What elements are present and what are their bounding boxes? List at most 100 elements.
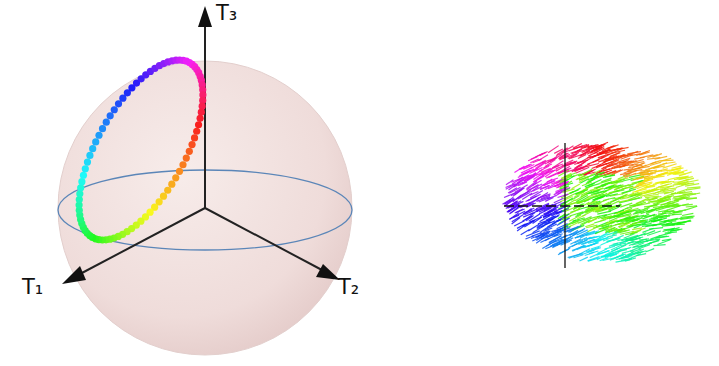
field-vector (597, 211, 611, 214)
field-vector (586, 209, 596, 212)
field-vector (521, 229, 530, 234)
field-vector (607, 235, 616, 237)
field-vector (588, 179, 601, 185)
field-vector (569, 161, 577, 164)
state-dot (77, 184, 84, 191)
field-vector (568, 254, 581, 257)
field-vector (597, 249, 606, 253)
field-vector (634, 162, 644, 164)
field-vector (630, 237, 643, 240)
field-vector (571, 149, 582, 153)
state-dot (86, 152, 93, 159)
field-vector (590, 170, 601, 176)
field-vector (575, 190, 588, 194)
field-vector (632, 220, 646, 223)
field-vector (616, 210, 629, 214)
field-vector (562, 189, 574, 193)
field-vector (641, 222, 650, 224)
state-dot (80, 172, 87, 179)
field-vector (575, 166, 587, 172)
field-vector (604, 185, 615, 189)
state-ring (76, 56, 207, 243)
field-vector (640, 174, 653, 175)
field-vector (576, 195, 587, 201)
field-vector (620, 154, 632, 157)
field-vector (647, 231, 661, 236)
field-vector (568, 244, 577, 248)
field-vector (548, 156, 558, 162)
field-vector (615, 223, 625, 225)
field-vector (612, 164, 621, 167)
field-vector (652, 154, 661, 157)
state-dot (99, 125, 106, 132)
field-vector (554, 232, 562, 236)
field-vector (596, 175, 607, 179)
field-vector (646, 210, 656, 214)
field-vector (667, 206, 680, 210)
arrowhead (62, 266, 86, 284)
state-dot (115, 100, 122, 107)
field-vector (561, 198, 573, 205)
field-vector (633, 212, 644, 215)
field-vector (625, 217, 638, 219)
field-vector (623, 179, 632, 181)
field-vector (542, 231, 551, 235)
field-vector (590, 216, 599, 218)
field-vector (539, 197, 551, 202)
field-vector (630, 198, 642, 200)
field-vector (593, 156, 605, 162)
state-dot (176, 168, 183, 175)
field-vector (595, 146, 605, 151)
field-vector (660, 186, 671, 190)
field-vector (639, 239, 649, 240)
field-vector (675, 173, 686, 175)
field-vector (605, 253, 617, 258)
field-vector (554, 190, 563, 195)
field-vector (625, 258, 636, 261)
field-vector (546, 172, 559, 178)
field-vector (545, 184, 554, 189)
field-vector (645, 185, 654, 187)
state-dot (82, 165, 89, 172)
state-dot (179, 161, 186, 168)
field-vector (625, 232, 637, 234)
field-vector (579, 177, 588, 181)
state-dot (89, 145, 96, 152)
field-vector (594, 220, 605, 223)
field-vector (550, 154, 562, 162)
field-vector (644, 176, 653, 179)
field-vector (600, 258, 609, 261)
field-vector (679, 181, 689, 184)
field-vector (599, 232, 609, 237)
field-vector (574, 145, 588, 149)
state-dot (95, 132, 102, 139)
field-vector (658, 213, 671, 214)
field-vector (663, 228, 675, 231)
state-dot (92, 138, 99, 145)
field-vector (547, 178, 558, 182)
field-vector (504, 197, 513, 204)
field-vector (631, 193, 642, 197)
field-vector (506, 180, 513, 185)
field-vector (629, 204, 642, 206)
field-vector (552, 239, 563, 243)
field-vector (673, 195, 686, 198)
field-vector (542, 243, 551, 249)
field-vector (504, 192, 516, 197)
state-dot (160, 193, 167, 200)
field-vector (515, 185, 528, 192)
field-vector (558, 248, 570, 255)
field-vector (643, 189, 657, 193)
t1-axis (80, 208, 205, 274)
field-vector (652, 174, 665, 177)
field-vector (662, 239, 672, 241)
field-vector (547, 222, 555, 227)
field-vector (526, 199, 539, 205)
state-dot (183, 58, 190, 65)
state-dot (186, 148, 193, 155)
field-vector (637, 251, 647, 253)
axes (80, 24, 322, 274)
state-dot (193, 128, 200, 135)
field-vector (575, 232, 588, 238)
